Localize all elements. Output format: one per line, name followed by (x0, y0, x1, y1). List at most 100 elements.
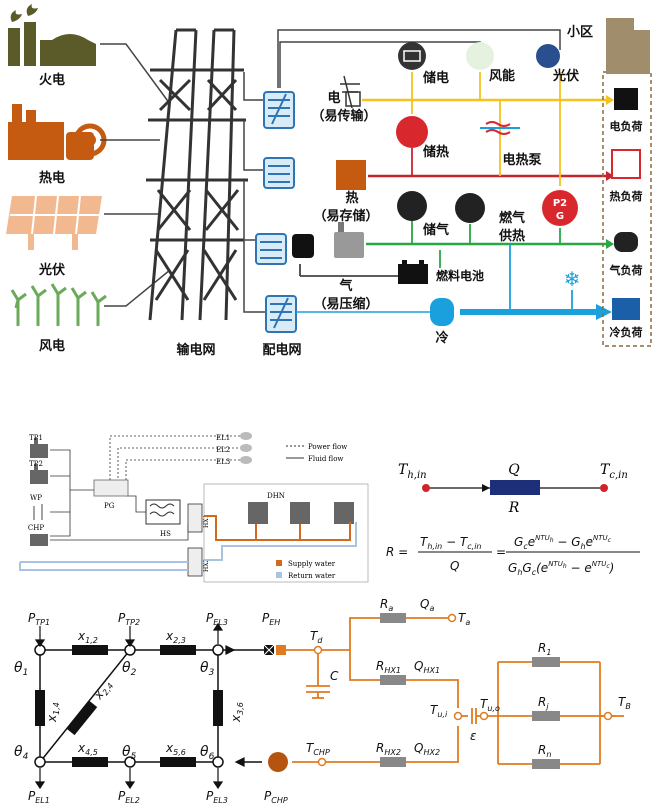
qhx2-label: QHX2 (414, 741, 440, 757)
thermal-resistors (380, 613, 560, 769)
ra-label: Ra (380, 597, 393, 613)
hx-r-label: R (508, 500, 520, 516)
pv-panel-icon (6, 195, 102, 250)
svg-text:GhGc(eNTUh − eNTUc): GhGc(eNTUh − eNTUc) (508, 560, 614, 577)
gas-tank-icon (292, 234, 314, 258)
qa-label: Qa (420, 597, 434, 613)
gas-load-label: 气负荷 (609, 263, 643, 277)
energy-cold-label: 冷 (435, 330, 448, 346)
tui-label: Tu,i (430, 703, 448, 719)
hx-q-label: Q (508, 462, 520, 478)
cold-tank-icon (430, 298, 454, 326)
thermal-nodes (313, 613, 613, 767)
energy-electric-sub: （易传输） (311, 108, 376, 124)
heat-source-icon (336, 160, 366, 190)
theta3-label: θ3 (200, 660, 215, 678)
theta1-label: θ1 (14, 660, 28, 678)
heat-pump-label: 电热泵 (502, 152, 541, 168)
x24-label: x2,4 (90, 677, 115, 703)
energy-electric-label: 电 (327, 90, 340, 106)
heat-load-icon (611, 149, 641, 179)
coupled-circuit: x1,2 x2,3 x1,4 x2,4 x3,6 x4,5 x5,6 (14, 597, 631, 805)
tp2-icon (30, 464, 48, 484)
rj-label: Rj (538, 695, 549, 711)
p2g-label-2: G (556, 211, 564, 222)
distribution-grid-label: 配电网 (262, 342, 301, 358)
qhx1-label: QHX1 (414, 659, 440, 675)
p-tp1-label: PTP1 (28, 611, 50, 627)
transformer-heat (263, 157, 295, 189)
network-schematic: TP1 TP2 WP CHP PG EL1 EL2 EL3 (19, 432, 369, 583)
solar-label: 光伏 (552, 68, 579, 84)
gas-heating-label-2: 供热 (498, 228, 525, 244)
pg-icon (93, 479, 129, 497)
resistor-rn (532, 759, 560, 769)
chp-source (244, 752, 288, 772)
ta-label: Ta (458, 611, 470, 627)
th-in-label: Th,in (398, 462, 427, 481)
svg-text:=: = (496, 545, 506, 559)
load-el1-label: EL1 (216, 434, 230, 442)
resistor-rhx1 (380, 675, 406, 685)
p-el1-label: PEL1 (28, 789, 50, 805)
building-icon (606, 18, 650, 74)
transformer-distribution (265, 295, 297, 333)
gas-heating-label-1: 燃气 (499, 210, 525, 226)
gas-facility-icon (334, 222, 364, 258)
vertical-connectors (299, 72, 573, 312)
electric-load-label: 电负荷 (610, 119, 643, 133)
cold-load-label: 冷负荷 (610, 325, 643, 339)
storage-heat-label: 储热 (422, 144, 449, 160)
return-water-pipes (19, 522, 357, 571)
hs-label: HS (160, 530, 171, 538)
hx-resistor (490, 480, 540, 495)
x56-label: x5,6 (165, 741, 186, 757)
tp1-icon (30, 438, 48, 458)
energy-gas-sub: （易压缩） (313, 296, 378, 312)
reactance-x23 (160, 645, 196, 655)
p-el3-bottom-label: PEL3 (206, 789, 228, 805)
storage-elec-label: 储电 (422, 70, 449, 86)
resistor-rhx2 (380, 757, 406, 767)
resistor-ra (380, 613, 406, 623)
hx-formula: R = Th,in − Tc,in Q = GceNTUh − GheNTUc … (386, 534, 640, 577)
reactance-x56 (160, 757, 196, 767)
reactance-x36 (213, 690, 223, 726)
cold-load-icon (612, 298, 640, 320)
gas-flow-arrow (606, 239, 614, 249)
p-eh-label: PEH (262, 611, 280, 627)
svg-text:R =: R = (386, 545, 408, 559)
gas-heating-icon (455, 193, 485, 223)
storage-heat-icon (396, 116, 428, 148)
resistor-r1 (532, 657, 560, 667)
source-connection-lines (100, 43, 171, 307)
load-el3-label: EL3 (216, 458, 230, 466)
node-tp1-label: TP1 (29, 434, 43, 442)
dhn-label: DHN (267, 492, 285, 500)
theta4-label: θ4 (14, 744, 29, 762)
hx-model: Th,in Tc,in Q R R = Th,in − Tc,in Q = Gc… (386, 462, 640, 577)
reactance-x14 (35, 690, 45, 726)
reactance-x12 (72, 645, 108, 655)
injection-arrows (34, 622, 245, 790)
power-labels: PTP1 PTP2 PEL3 PEH PEL1 PEL2 PEL3 PCHP (28, 611, 288, 805)
hx-node-right (600, 484, 608, 492)
svg-text:Q: Q (450, 559, 459, 573)
svg-text:GceNTUh − GheNTUc: GceNTUh − GheNTUc (514, 534, 612, 551)
wp-icon (33, 504, 43, 520)
source-pv-label: 光伏 (38, 262, 65, 278)
fuel-cell-label: 燃料电池 (436, 268, 484, 283)
tchp-label: TCHP (306, 741, 330, 757)
source-thermal-label: 火电 (39, 72, 65, 88)
legend-fluid-label: Fluid flow (308, 455, 343, 463)
p2g-icon (542, 190, 578, 226)
source-chp-label: 热电 (39, 170, 65, 186)
rn-label: Rn (538, 743, 551, 759)
chp-plant-icon (8, 104, 107, 160)
theta5-label: θ5 (122, 744, 137, 762)
r1-label: R1 (538, 641, 551, 657)
hs-icon (145, 499, 181, 525)
thermal-plant-icon (8, 4, 96, 66)
top-integrated-energy-diagram: 火电 热电 光伏 (6, 4, 652, 358)
storage-gas-icon (397, 191, 427, 221)
